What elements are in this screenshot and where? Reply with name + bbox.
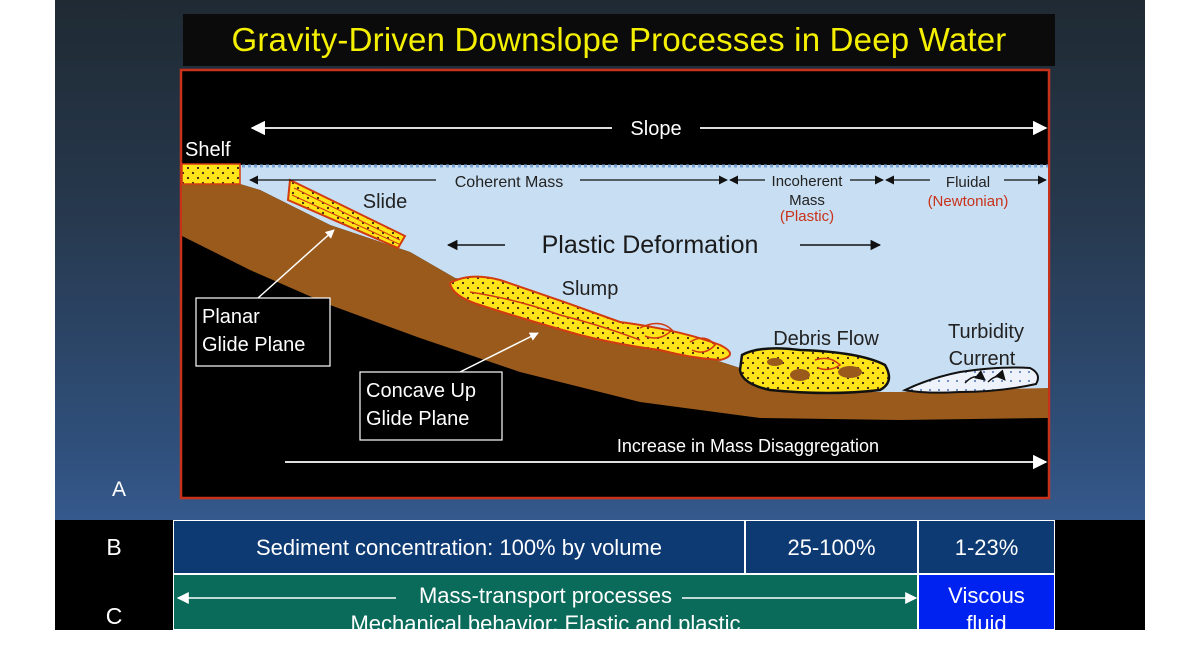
fluidal-label: Fluidal <box>946 174 990 191</box>
incoherent-label: Incoherent <box>772 173 844 190</box>
debris-fold-line <box>814 357 842 371</box>
shelf-deposit <box>181 163 241 185</box>
turbidity-label: Turbidity <box>948 321 1024 343</box>
debris-clast <box>767 358 783 366</box>
mass-label: Mass <box>789 192 825 209</box>
slump-fold-line <box>639 322 674 339</box>
concave-glide-plane-box <box>359 371 503 441</box>
concentration-right-cell: 1-23% <box>918 520 1055 574</box>
title-banner: Gravity-Driven Downslope Processes in De… <box>183 14 1055 66</box>
seafloor-sediment <box>182 184 1048 420</box>
debris-clast <box>838 366 862 378</box>
plastic-deformation-label: Plastic Deformation <box>542 231 759 259</box>
slump-fold-line <box>689 337 716 353</box>
shelf-label: Shelf <box>185 139 231 161</box>
sediment-concentration-cell: Sediment concentration: 100% by volume <box>173 520 745 574</box>
concave-glide-plane-label: Glide Plane <box>366 408 469 430</box>
mass-transport-arrow <box>176 592 917 604</box>
planar-glide-plane-box <box>195 297 331 367</box>
current-label: Current <box>949 348 1016 370</box>
turbidity-swirl-arrow <box>964 369 986 384</box>
debris-flow-label: Debris Flow <box>773 328 879 350</box>
deep-water-processes-diagram: Slope Shelf Coherent Mass Incoherent Mas… <box>179 68 1051 500</box>
slide-layer-line <box>293 187 401 241</box>
slump-label: Slump <box>562 278 619 300</box>
newtonian-label: (Newtonian) <box>928 193 1009 210</box>
row-b-label: B <box>55 520 173 574</box>
slide-layer-line <box>291 194 400 245</box>
row-c-label: C <box>55 574 173 630</box>
slump-fold-line <box>469 291 641 341</box>
concentration-mid-cell: 25-100% <box>745 520 918 574</box>
slide-label: Slide <box>363 191 407 213</box>
panel-label-a: A <box>112 478 127 501</box>
disaggregation-label: Increase in Mass Disaggregation <box>617 436 879 456</box>
plastic-label: (Plastic) <box>780 208 834 225</box>
turbidity-swirl-arrow <box>987 369 1006 383</box>
slope-label: Slope <box>630 118 681 140</box>
viscous-fluid-cell: Viscous fluid <box>918 574 1055 630</box>
row-b-end-cell <box>1055 520 1145 574</box>
concave-glide-plane-pointer <box>459 332 539 373</box>
viscous-label: Viscous <box>948 583 1025 608</box>
page-title: Gravity-Driven Downslope Processes in De… <box>231 21 1007 58</box>
planar-label: Planar <box>202 306 260 328</box>
concave-up-label: Concave Up <box>366 380 476 402</box>
glide-plane-label: Glide Plane <box>202 334 305 356</box>
coherent-mass-label: Coherent Mass <box>455 174 564 191</box>
planar-glide-plane-pointer <box>257 229 335 299</box>
fluid-label: fluid <box>966 611 1007 630</box>
debris-clast <box>790 369 810 381</box>
water-body <box>182 165 1048 392</box>
mass-transport-label: Mass-transport processes <box>418 583 673 608</box>
mechanical-behavior-label: Mechanical behavior: Elastic and plastic <box>350 611 741 630</box>
slump-body <box>448 275 731 362</box>
row-c-end-cell <box>1055 574 1145 630</box>
mass-transport-cell: Mass-transport processes Mechanical beha… <box>173 574 918 630</box>
